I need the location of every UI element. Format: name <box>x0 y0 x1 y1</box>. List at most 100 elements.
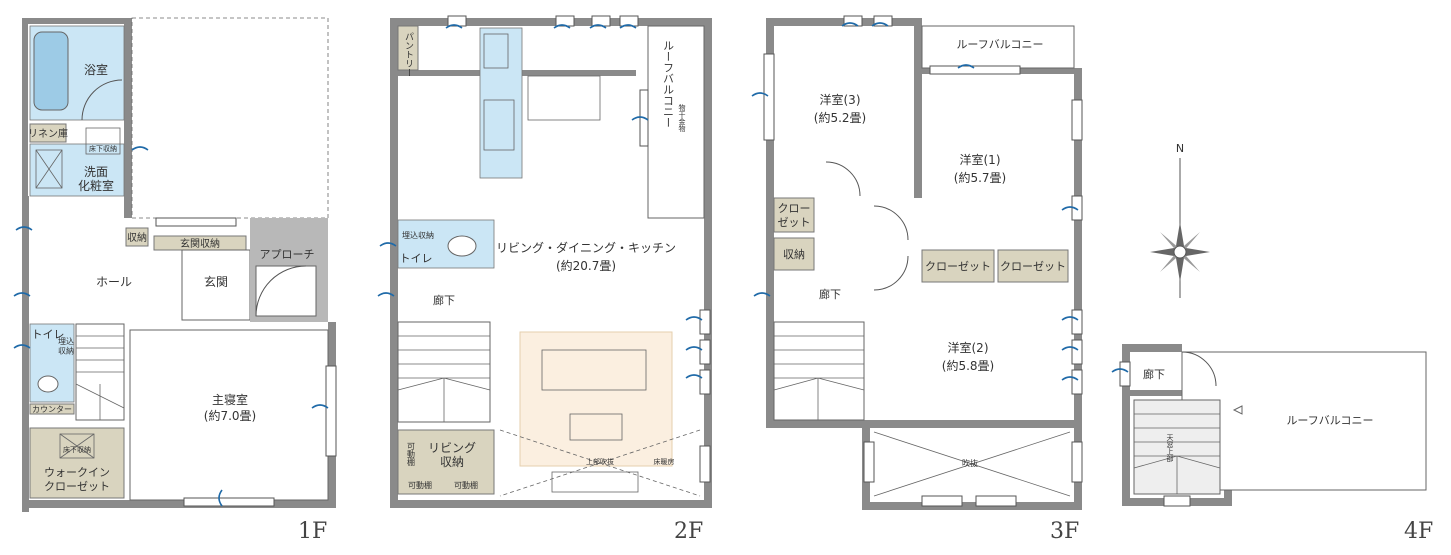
window-3f-right-4 <box>1071 339 1083 365</box>
living-storage-label-1: リビング <box>428 441 476 455</box>
window-2f-top-2 <box>555 15 575 27</box>
void-3f-cross <box>873 431 1071 497</box>
corridor-3f-label: 廊下 <box>819 287 841 301</box>
compass-icon: N <box>1150 142 1210 298</box>
wall-1f-left <box>22 196 29 512</box>
living-storage <box>397 429 495 495</box>
closet-a-label: クローゼット <box>925 260 991 273</box>
washroom-label-1: 洗面 <box>84 165 108 179</box>
wall-3f-middle <box>766 420 1082 428</box>
tv-board <box>551 471 639 493</box>
window-3f-void-left <box>863 441 875 483</box>
door-3f-western1-icon <box>873 205 909 241</box>
floor-label-2f: 2F <box>674 519 703 544</box>
wall-1f-bottom <box>22 500 336 508</box>
linen-label: リネン庫 <box>28 127 68 140</box>
storage-1f <box>125 227 149 247</box>
movable-shelf-bl: 可動棚 <box>408 480 432 490</box>
door-4f-icon <box>1181 351 1217 387</box>
approach-door-icon <box>255 265 307 317</box>
master-bedroom-label: 主寝室 <box>212 392 248 407</box>
western1-size: (約5.7畳) <box>954 170 1006 185</box>
western1-label: 洋室(1) <box>960 152 1001 167</box>
roof-balcony-4f <box>1181 351 1427 491</box>
closet-b-3f <box>997 249 1069 283</box>
movable-shelf-br: 可動棚 <box>454 480 478 490</box>
underfloor2-cross <box>59 433 95 459</box>
closet-b-label: クローゼット <box>1000 260 1066 273</box>
storage-label: 収納 <box>127 231 147 244</box>
window-2f-right-1 <box>699 309 711 335</box>
dining-table <box>527 75 601 121</box>
triangle-marker-icon <box>1232 405 1243 415</box>
ldk-label: リビング・ダイニング・キッチン <box>496 240 676 255</box>
door-3f-western3-icon <box>825 161 861 197</box>
wall-3f-void-bottom <box>862 502 1082 510</box>
living-rug <box>519 331 673 467</box>
western3-size: (約5.2畳) <box>814 110 866 125</box>
window-4f-left <box>1119 361 1131 387</box>
living-storage-label-2: 収納 <box>440 455 464 469</box>
door-3f-western2-icon <box>873 255 909 291</box>
window-3f-void-right <box>1071 441 1083 483</box>
skylight-label: 天窓上部 <box>1166 434 1174 463</box>
wall-2f-right <box>704 18 712 508</box>
pantry-label: パントリー <box>403 32 414 77</box>
western2-size: (約5.8畳) <box>942 358 994 373</box>
window-1f-right <box>325 365 337 457</box>
toilet-icon <box>37 375 59 393</box>
closet-left-label-1: クロー <box>778 202 811 215</box>
window-3f-right-5 <box>1071 369 1083 395</box>
wall-2f-top <box>390 18 712 26</box>
roof-balcony-3f <box>921 25 1075 69</box>
window-2f-right-2 <box>699 339 711 365</box>
roof-balcony-4f-label: ルーフバルコニー <box>1286 414 1373 427</box>
pantry <box>397 25 419 71</box>
roof-balcony-3f-label: ルーフバルコニー <box>956 38 1043 51</box>
walkin-closet <box>29 427 125 499</box>
window-3f-left-1 <box>763 53 775 141</box>
entrance-label: 玄関 <box>204 274 228 289</box>
roof-balcony-2f <box>647 25 705 219</box>
kitchen-counter <box>479 27 523 179</box>
counter-label: カウンター <box>32 405 72 414</box>
western3-label: 洋室(3) <box>820 92 861 107</box>
storage-3f <box>773 237 815 271</box>
floor-2f: パントリー ルーフバルコニー 物干金物 埋込収納 トイレ リビング・ダイニング・… <box>377 15 712 544</box>
stairs-2f-lines <box>397 335 491 422</box>
window-3f-top-1 <box>843 15 863 27</box>
window-3f-balcony <box>929 65 1021 75</box>
linen-closet <box>29 123 67 143</box>
window-2f-top-3 <box>591 15 611 27</box>
walkin-label-2: クローゼット <box>44 480 110 493</box>
void-1f-dashed <box>131 17 329 219</box>
window-3f-right-1 <box>1071 99 1083 141</box>
wall-1f-bath-right <box>124 18 132 218</box>
approach-label: アプローチ <box>260 248 315 261</box>
toilet-2f-label: トイレ <box>400 252 433 265</box>
washroom-label-2: 化粧室 <box>78 178 114 193</box>
corridor-2f-label: 廊下 <box>433 293 455 307</box>
window-2f-right-4 <box>699 445 711 483</box>
wall-3f-right <box>1074 70 1082 428</box>
upper-void-cross <box>499 429 701 497</box>
underfloor-label: 床下収納 <box>89 144 117 153</box>
window-4f-bottom <box>1163 495 1191 507</box>
wall-4f-left <box>1122 344 1130 506</box>
roof-balcony-2f-label: ルーフバルコニー <box>662 40 675 128</box>
stairs-1f-lines <box>75 335 125 420</box>
wall-2f-bottom <box>390 500 712 508</box>
floor-4f: ルーフバルコニー 廊下 天窓上部 4F <box>1111 344 1433 544</box>
floor-1f: 浴室 リネン庫 床下収納 洗面 化粧室 収納 玄関収納 ホール 玄関 アプローチ… <box>13 17 337 544</box>
ldk-size: (約20.7畳) <box>556 258 616 273</box>
master-bedroom-size: (約7.0畳) <box>204 408 256 423</box>
closet-left-3f <box>773 197 815 233</box>
window-3f-right-3 <box>1071 309 1083 335</box>
bath-label: 浴室 <box>84 62 108 77</box>
window-2f-right-3 <box>699 369 711 395</box>
coffee-table <box>569 413 623 441</box>
underfloor2-box <box>59 433 95 459</box>
entrance-storage-label: 玄関収納 <box>180 237 220 250</box>
builtin-storage-label: 埋込収納 <box>58 336 74 356</box>
